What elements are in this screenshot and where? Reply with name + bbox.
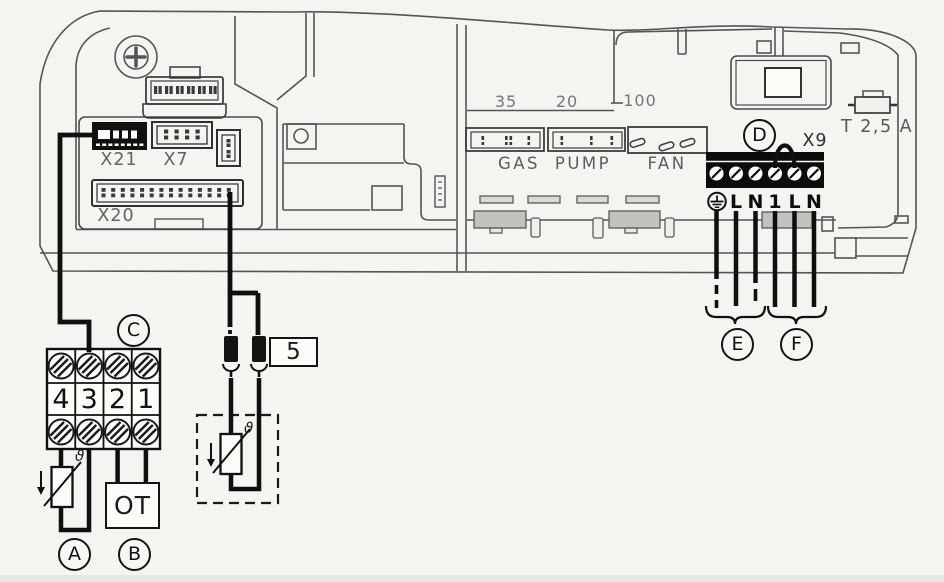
fuse-rating-label: T 2,5 A <box>841 117 914 137</box>
terminal-block-x9 <box>706 152 824 188</box>
sensor-5-housing <box>195 413 280 505</box>
fuse-icon <box>848 90 897 114</box>
gas-value: 35 <box>494 92 518 111</box>
connector-x7 <box>151 121 213 149</box>
connector-pump <box>547 127 626 152</box>
connector-6pin <box>142 66 227 119</box>
ref-circle-e: E <box>721 328 754 361</box>
brace-f <box>766 305 828 325</box>
x21-label: X21 <box>100 150 138 170</box>
ref-circle-d: D <box>743 119 776 152</box>
board-components <box>473 195 813 239</box>
x9-terminal-l1: L <box>729 191 743 213</box>
sensor-5-circuit <box>228 378 262 492</box>
x9-wires <box>714 211 817 308</box>
relay-box <box>730 55 832 110</box>
terminal-block-c <box>45 347 162 451</box>
ntc-sensor-a <box>37 461 82 509</box>
pump-label: PUMP <box>554 154 612 173</box>
ntc-sensor-5 <box>207 428 251 476</box>
gas-label: GAS <box>497 154 541 173</box>
terminal-3: 3 <box>80 384 98 415</box>
ref-circle-f: F <box>780 328 813 361</box>
x9-jumper-wire <box>772 143 797 169</box>
screw-icon <box>114 35 158 79</box>
ref-circle-b: B <box>118 538 151 571</box>
terminal-2: 2 <box>108 384 127 415</box>
connector-fan <box>627 126 708 154</box>
earth-icon <box>707 191 727 212</box>
ot-module-box: OT <box>105 482 160 529</box>
connector-x20 <box>91 179 244 207</box>
theta-symbol-5: ϑ <box>244 419 254 437</box>
sensor-5-tag: 5 <box>269 337 318 367</box>
x20-label: X20 <box>97 206 135 226</box>
x9-terminal-n2: N <box>806 191 822 213</box>
terminal-1: 1 <box>137 384 155 415</box>
boiler-casing-outline <box>39 10 917 274</box>
x9-terminal-1: 1 <box>768 191 782 213</box>
wire-group-braces <box>704 305 828 325</box>
connector-x21 <box>92 122 147 150</box>
terminal-4: 4 <box>52 384 70 415</box>
pcb-panel <box>78 116 263 230</box>
pump-value: 20 <box>555 92 579 111</box>
connector-aux <box>216 129 241 167</box>
ot-wires <box>115 449 149 483</box>
wire-x21 <box>57 132 98 352</box>
bottom-strip <box>0 575 944 582</box>
ref-circle-a: A <box>58 538 91 571</box>
fan-value: 100 <box>623 91 657 110</box>
ref-circle-c: C <box>117 314 150 347</box>
sensor-a-circuit <box>58 449 92 533</box>
x9-terminal-n1: N <box>747 191 764 213</box>
x9-label: X9 <box>802 131 828 151</box>
connector-gas <box>465 127 545 152</box>
wire-x20 <box>227 192 261 335</box>
x7-label: X7 <box>163 150 189 170</box>
fan-label: FAN <box>647 154 687 173</box>
x9-terminal-l2: L <box>788 191 801 213</box>
brace-e <box>704 305 767 325</box>
theta-symbol-a: ϑ <box>75 447 85 465</box>
plug-socket-connectors <box>222 336 268 377</box>
